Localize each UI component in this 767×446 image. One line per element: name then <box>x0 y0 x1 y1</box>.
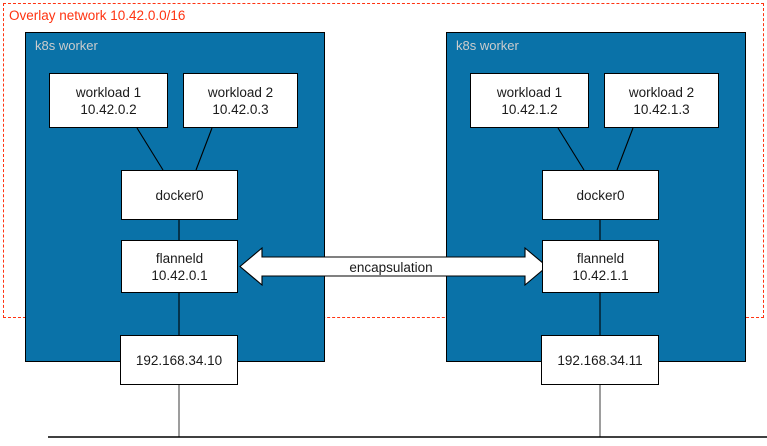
k8s-worker-label-1: k8s worker <box>35 38 98 53</box>
workload-ip: 10.42.1.3 <box>633 101 690 117</box>
workload-box-right-2: workload 2 10.42.1.3 <box>604 73 719 128</box>
docker0-label: docker0 <box>576 187 625 203</box>
workload-name: workload 1 <box>496 84 563 100</box>
k8s-worker-label-2: k8s worker <box>456 38 519 53</box>
edge-workload1-docker0-left <box>136 127 164 171</box>
workload-box-right-1: workload 1 10.42.1.2 <box>470 73 589 128</box>
overlay-network-title: Overlay network 10.42.0.0/16 <box>9 8 186 23</box>
workload-name: workload 1 <box>75 84 142 100</box>
flanneld-label: flanneld <box>576 250 625 266</box>
workload-ip: 10.42.0.2 <box>80 101 137 117</box>
flanneld-ip: 10.42.0.1 <box>151 267 208 283</box>
workload-name: workload 2 <box>207 84 274 100</box>
flanneld-box-left: flanneld 10.42.0.1 <box>121 240 238 293</box>
workload-ip: 10.42.0.3 <box>212 101 269 117</box>
docker0-box-left: docker0 <box>121 170 238 220</box>
workload-box-left-2: workload 2 10.42.0.3 <box>183 73 298 128</box>
edge-workload1-docker0-right <box>557 127 585 171</box>
flanneld-ip: 10.42.1.1 <box>572 267 629 283</box>
docker0-box-right: docker0 <box>542 170 659 220</box>
workload-ip: 10.42.1.2 <box>501 101 558 117</box>
workload-box-left-1: workload 1 10.42.0.2 <box>49 73 168 128</box>
encapsulation-label: encapsulation <box>349 259 433 275</box>
workload-name: workload 2 <box>628 84 695 100</box>
host-ip: 192.168.34.11 <box>557 352 643 368</box>
edge-workload2-docker0-left <box>195 127 213 171</box>
flanneld-box-right: flanneld 10.42.1.1 <box>542 240 659 293</box>
overlay-network-boundary <box>3 3 764 318</box>
flanneld-label: flanneld <box>155 250 204 266</box>
host-ip: 192.168.34.10 <box>135 352 223 368</box>
host-ip-box-right: 192.168.34.11 <box>541 335 659 385</box>
edge-workload2-docker0-right <box>616 127 634 171</box>
docker0-label: docker0 <box>155 187 204 203</box>
host-ip-box-left: 192.168.34.10 <box>120 335 238 385</box>
